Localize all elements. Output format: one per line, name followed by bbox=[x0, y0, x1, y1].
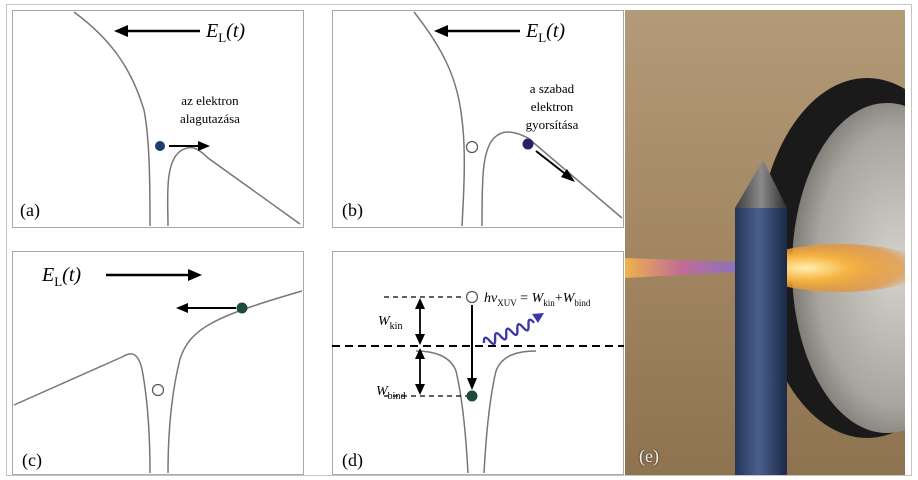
gas-cell-tip bbox=[735, 160, 787, 208]
panel-e-label: (e) bbox=[639, 446, 659, 466]
return-arrow bbox=[176, 303, 236, 313]
tunneling-note-line1: az elektron bbox=[181, 93, 239, 108]
potential-well bbox=[415, 350, 537, 474]
laser-field-arrow bbox=[106, 269, 202, 281]
w-kin-label: Wkin bbox=[378, 314, 402, 332]
bound-electron-dot bbox=[466, 390, 478, 402]
w-bind-arrow bbox=[415, 348, 425, 395]
panel-c-frame bbox=[12, 251, 304, 475]
xuv-photon-icon bbox=[482, 313, 544, 346]
returning-electron-dot bbox=[465, 290, 479, 304]
tunneling-arrow bbox=[169, 141, 210, 151]
acceleration-note-line2: elektron bbox=[531, 99, 574, 114]
gas-target-illustration bbox=[625, 10, 905, 475]
tunneling-note-line2: alagutazása bbox=[180, 111, 240, 126]
panel-d-frame bbox=[332, 251, 624, 475]
panel-d-label: (d) bbox=[342, 450, 363, 471]
panel-b-frame bbox=[332, 10, 624, 228]
panel-e-photo: (e) bbox=[625, 10, 905, 475]
hole-dot bbox=[465, 140, 479, 154]
laser-field-label: EL(t) bbox=[525, 20, 565, 45]
panel-c: EL(t) (c) bbox=[12, 251, 304, 475]
laser-field-arrow bbox=[114, 25, 200, 37]
panel-c-label: (c) bbox=[22, 450, 42, 471]
potential-curve bbox=[73, 11, 301, 227]
acceleration-note-line1: a szabad bbox=[530, 81, 575, 96]
w-kin-arrow bbox=[415, 298, 425, 345]
incoming-laser-beam bbox=[625, 258, 737, 278]
xuv-plasma-glow bbox=[755, 244, 905, 292]
electron-dot bbox=[155, 141, 165, 151]
panel-a-label: (a) bbox=[20, 200, 40, 221]
laser-field-label: EL(t) bbox=[205, 20, 245, 45]
electron-dot bbox=[236, 302, 248, 314]
photon-energy-equation: hνXUV = Wkin+Wbind bbox=[484, 291, 591, 308]
potential-curve bbox=[413, 11, 623, 227]
panel-b-label: (b) bbox=[342, 200, 363, 221]
panel-d: Wkin Wbind hνXUV = Wkin+Wbind (d) bbox=[332, 251, 624, 475]
w-bind-label: Wbind bbox=[376, 384, 405, 402]
panel-a: EL(t) az elektron alagutazása (a) bbox=[12, 10, 304, 228]
laser-field-arrow bbox=[434, 25, 520, 37]
laser-field-label: EL(t) bbox=[41, 264, 81, 289]
hole-dot bbox=[151, 383, 165, 397]
acceleration-arrow bbox=[535, 150, 575, 182]
gas-cell-tube bbox=[735, 208, 787, 475]
electron-dot bbox=[522, 138, 534, 150]
panel-b: EL(t) a szabad elektron gyorsítása (b) bbox=[332, 10, 624, 228]
recombination-arrow bbox=[467, 305, 477, 390]
acceleration-note-line3: gyorsítása bbox=[526, 117, 579, 132]
